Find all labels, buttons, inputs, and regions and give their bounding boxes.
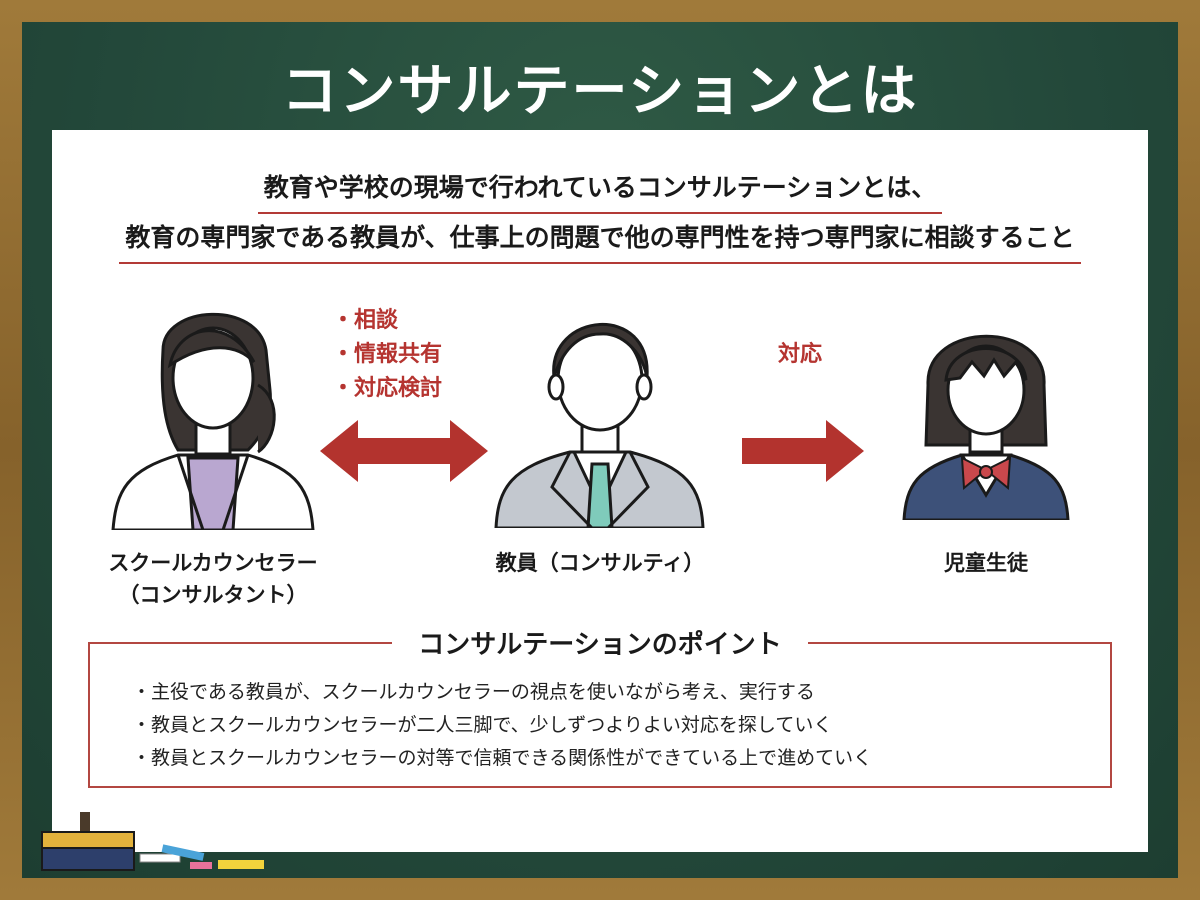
counselor-name: スクールカウンセラー xyxy=(108,551,318,575)
points-title-wrap: コンサルテーションのポイント xyxy=(0,624,1200,661)
eraser-icon xyxy=(41,812,264,871)
counselor-icon xyxy=(111,312,315,530)
counselor-caption: スクールカウンセラー （コンサルタント） xyxy=(78,547,348,611)
activity-item: ・相談 xyxy=(332,308,399,333)
definition-line-2-wrap: 教育の専門家である教員が、仕事上の問題で他の専門性を持つ専門家に相談すること xyxy=(0,218,1200,264)
point-item: 教員とスクールカウンセラーが二人三脚で、少しずつよりよい対応を探していく xyxy=(132,709,872,742)
page-title: コンサルテーションとは xyxy=(281,59,919,124)
point-item: 主役である教員が、スクールカウンセラーの視点を使いながら考え、実行する xyxy=(132,676,872,709)
student-icon xyxy=(902,334,1070,520)
definition-line-1: 教育や学校の現場で行われているコンサルテーションとは、 xyxy=(257,168,943,214)
points-list: 主役である教員が、スクールカウンセラーの視点を使いながら考え、実行する 教員とス… xyxy=(132,676,872,775)
points-title: コンサルテーションのポイント xyxy=(392,630,808,660)
teacher-caption: 教員（コンサルティ） xyxy=(495,551,705,575)
definition-line-1-wrap: 教育や学校の現場で行われているコンサルテーションとは、 xyxy=(0,168,1200,214)
teacher-icon xyxy=(494,323,705,528)
counselor-role: （コンサルタント） xyxy=(118,583,308,607)
right-arrow-icon xyxy=(742,420,864,482)
double-arrow-icon xyxy=(320,420,488,482)
activity-item: ・情報共有 xyxy=(332,342,443,367)
activity-item: ・対応検討 xyxy=(332,376,443,401)
point-item: 教員とスクールカウンセラーの対等で信頼できる関係性ができている上で進めていく xyxy=(132,742,872,775)
definition-line-2: 教育の専門家である教員が、仕事上の問題で他の専門性を持つ専門家に相談すること xyxy=(119,218,1081,264)
student-caption: 児童生徒 xyxy=(944,551,1028,575)
consultation-activities: ・相談 ・情報共有 ・対応検討 xyxy=(332,304,442,406)
response-label: 対応 xyxy=(778,342,823,367)
